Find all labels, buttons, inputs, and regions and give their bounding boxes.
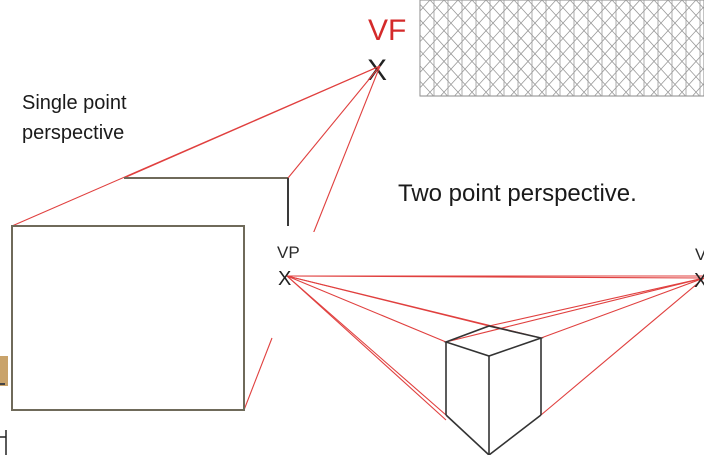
grid-line [132,0,220,96]
vanishing-point-cross-left: X [278,268,291,290]
grid-line [541,0,630,96]
two-point-caption: Two point perspective. [398,180,637,207]
construction-line [123,65,381,179]
grid-line [420,0,487,73]
single-point-construction-lines [11,65,381,411]
single-point-cube [11,177,289,411]
grid-line [499,0,588,96]
grid-line [681,0,704,25]
grid-line [420,49,462,96]
grid-line [420,19,490,96]
grid-line [580,0,669,96]
grid-line [258,0,346,96]
edge-swatch [0,356,8,386]
grid-line [527,0,616,96]
construction-line [286,275,447,421]
grid-line [622,5,704,96]
vanishing-point-label-top: VF [368,14,406,47]
grid-line [244,0,332,96]
grid-line [482,0,571,96]
grid-line [513,0,602,96]
grid-line [202,0,290,96]
grid-line [429,0,518,96]
grid-line [174,0,262,96]
grid-line [276,0,364,96]
grid-line [597,0,686,96]
grid-line [443,0,532,96]
grid-line [636,21,704,96]
grid-line [420,0,473,58]
construction-line [540,277,704,339]
vanishing-point-cross-right: X [694,270,704,292]
grid-line [248,0,336,96]
construction-line [286,275,447,343]
vanishing-point-label-left: VP [277,243,300,262]
grid-line [272,0,360,96]
grid-line [566,0,655,96]
two-point-box [443,325,544,456]
grid-line [290,0,378,96]
grid-line [664,52,704,96]
grid-line [496,0,585,96]
grid-line [420,0,459,43]
grid-line [420,65,448,96]
box-edge [488,414,542,456]
grid-line [555,0,644,96]
grid-line [510,0,599,96]
grid-line [678,67,704,96]
grid-line [286,0,374,96]
grid-line [454,0,543,96]
grid-line [569,0,658,96]
grid-line [420,34,476,96]
grid-line [552,0,641,96]
construction-line [312,65,381,235]
grid-line [625,0,704,87]
grid-line [426,0,515,96]
grid-line [420,0,445,27]
grid-line [440,0,529,96]
grid-line [608,0,697,96]
construction-line [286,275,447,416]
edge-mark [0,383,5,385]
isometric-grid-icon [132,0,704,97]
grid-line [471,0,560,96]
single-point-caption: Single point perspective [22,92,127,144]
cube-front-face [11,225,245,411]
vanishing-point-label-right: V [695,245,704,264]
grid-line [188,0,276,96]
grid-line [611,0,700,96]
construction-line [287,65,381,179]
grid-line [583,0,672,96]
grid-line [230,0,318,96]
grid-line [146,0,234,96]
grid-line [639,0,704,71]
edge-marks [0,356,8,455]
grid-line [220,0,308,96]
grid-line [653,0,704,56]
grid-line [524,0,613,96]
construction-line [540,277,704,416]
box-edge [445,414,490,456]
grid-line [538,0,627,96]
grid-line [234,0,322,96]
construction-line [488,277,704,327]
grid-line [262,0,350,96]
grid-line [667,0,704,41]
grid-line [160,0,248,96]
grid-line [468,0,557,96]
grid-line [650,36,704,96]
grid-line [457,0,546,96]
construction-line [445,277,704,343]
construction-line [243,337,273,411]
grid-line [485,0,574,96]
construction-line [286,275,704,279]
two-point-construction-lines [286,275,704,421]
grid-line [420,3,504,96]
grid-line [216,0,304,96]
grid-line [420,0,501,89]
grid-line [594,0,683,96]
